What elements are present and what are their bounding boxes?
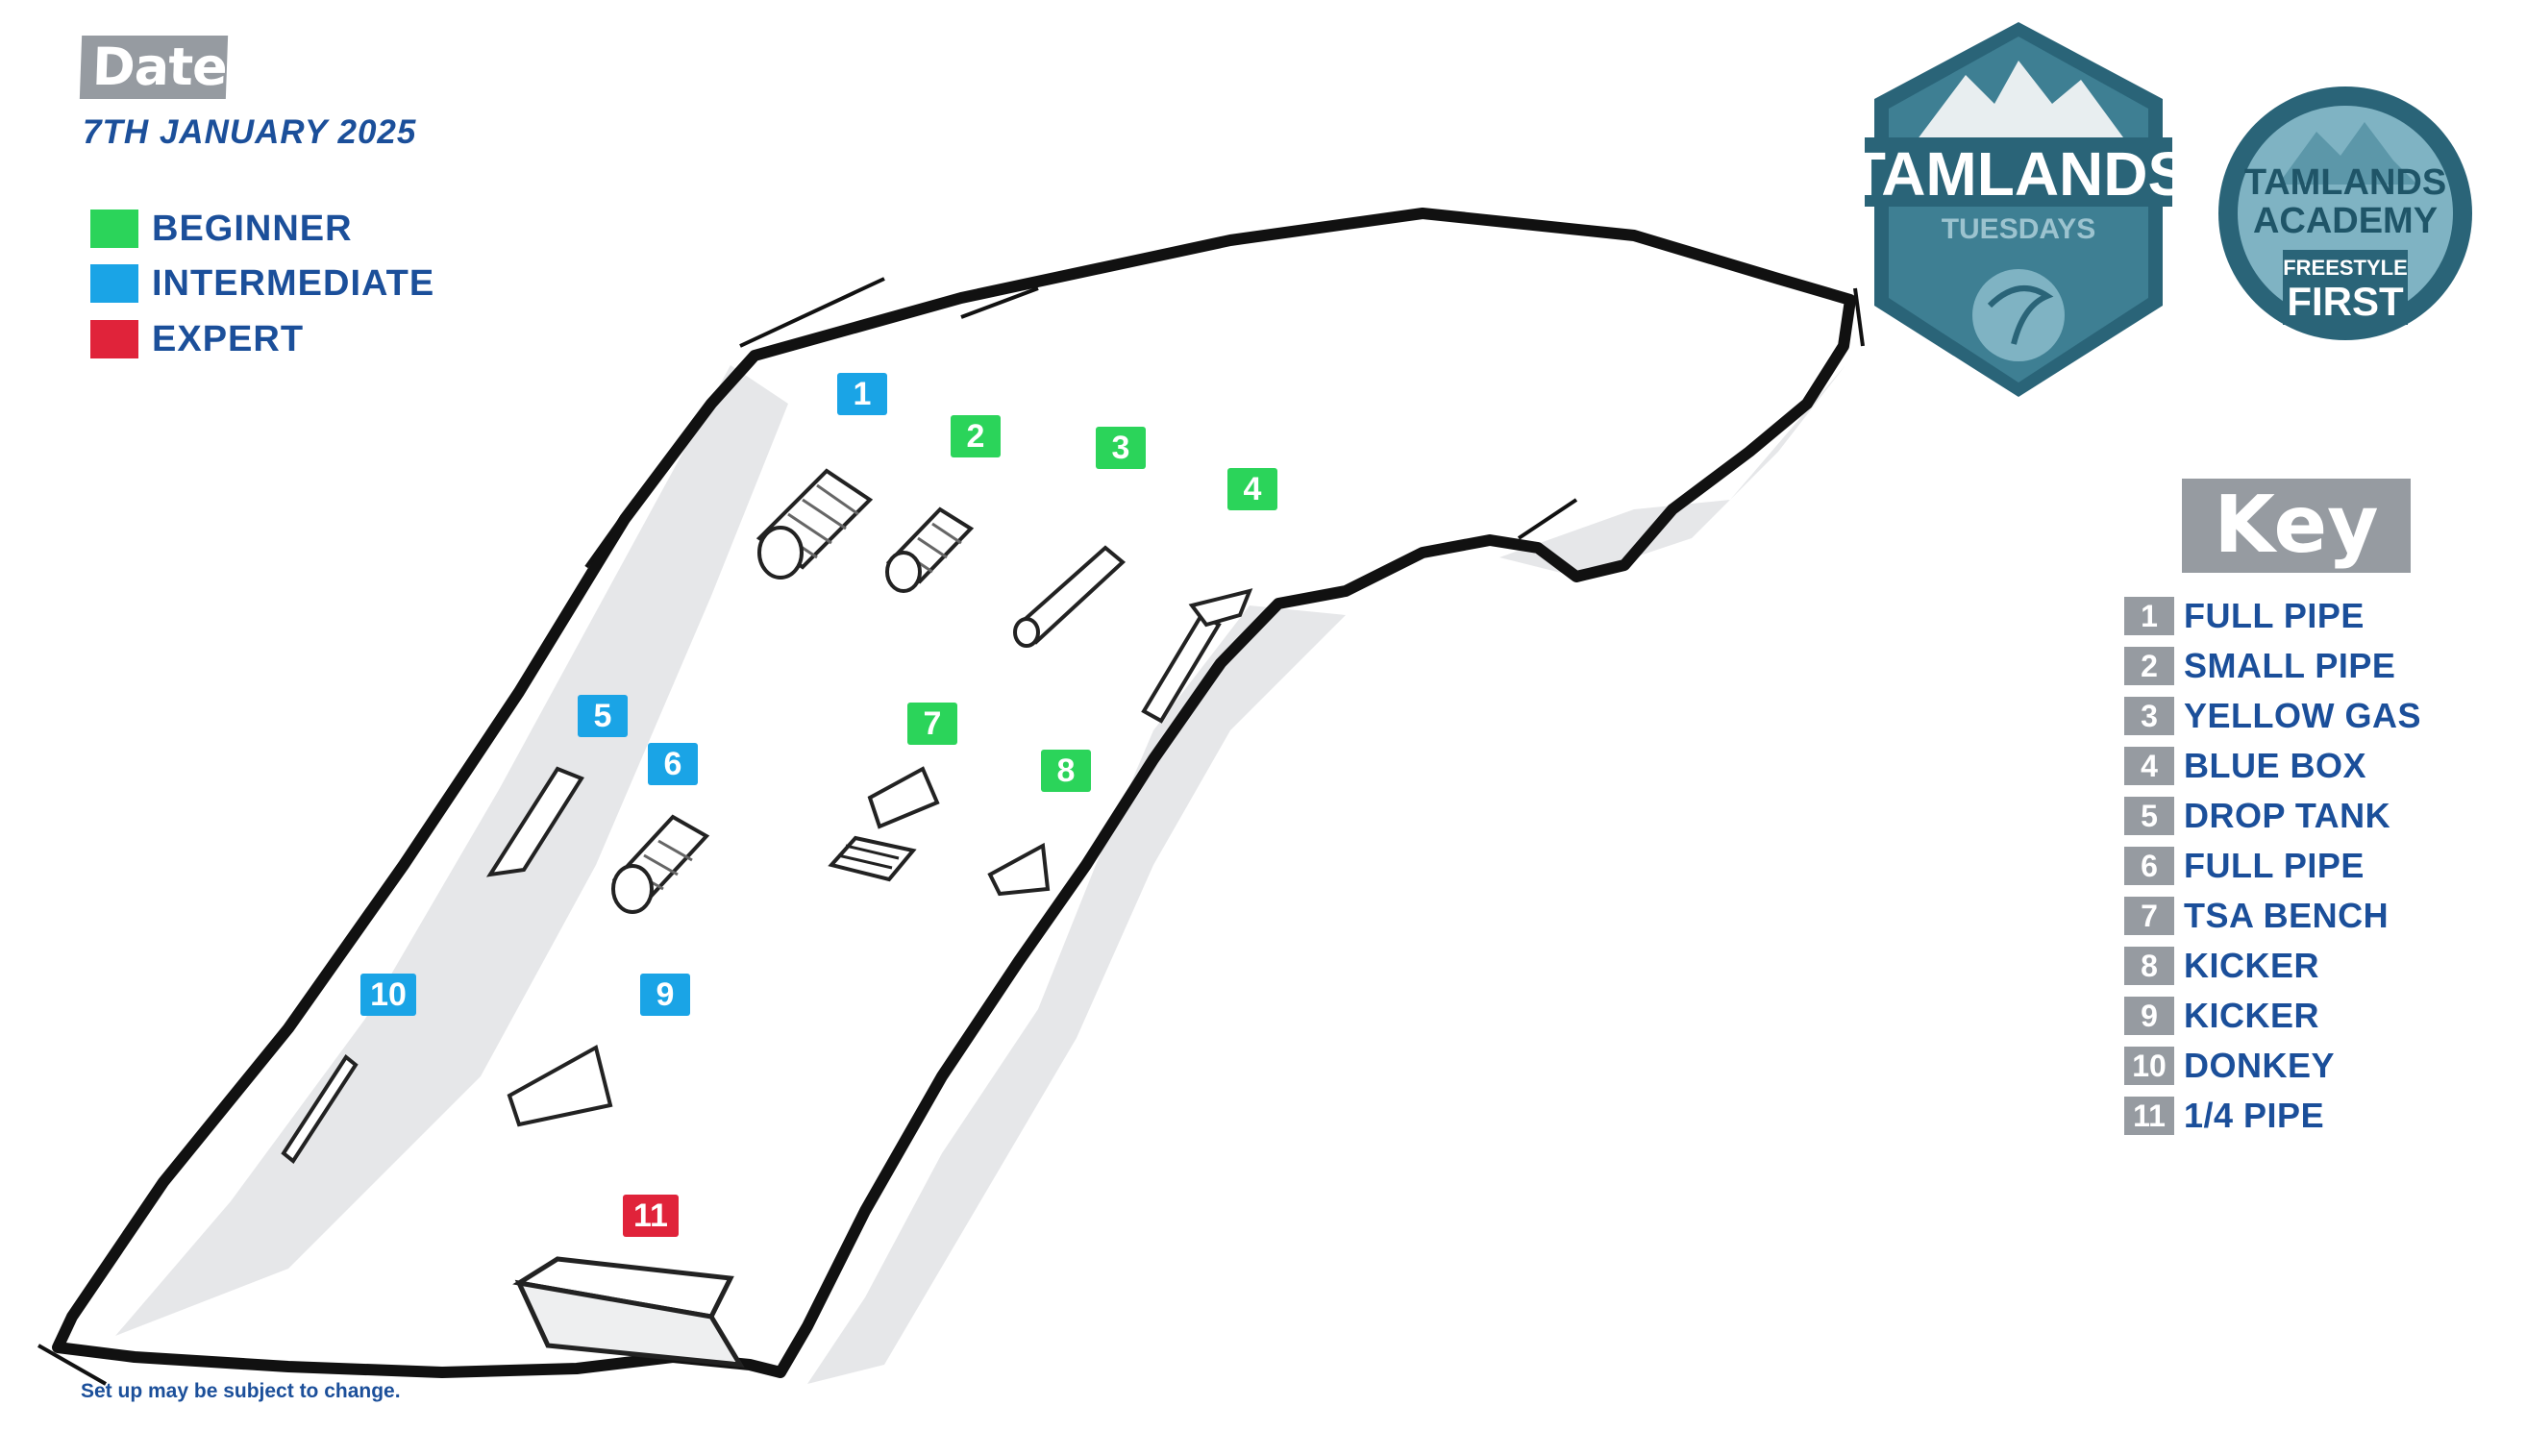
feature-5-drop-tank [485, 766, 584, 877]
date-value: 7TH JANUARY 2025 [83, 113, 417, 151]
key-item-label: FULL PIPE [2184, 596, 2365, 635]
key-item-number: 8 [2124, 947, 2174, 985]
key-item-number: 11 [2124, 1097, 2174, 1135]
academy-text-academy: ACADEMY [2253, 201, 2438, 241]
map-marker-4: 4 [1227, 468, 1277, 510]
key-item-number: 4 [2124, 747, 2174, 785]
key-item-label: SMALL PIPE [2184, 646, 2396, 685]
key-item: 5 DROP TANK [2124, 794, 2390, 838]
key-item-number: 6 [2124, 847, 2174, 885]
key-item: 3 YELLOW GAS [2124, 694, 2421, 738]
academy-text-first: FIRST [2287, 279, 2404, 324]
key-item-label: 1/4 PIPE [2184, 1096, 2325, 1135]
feature-6-full-pipe [611, 814, 710, 914]
key-item-label: FULL PIPE [2184, 846, 2365, 885]
legend-label: INTERMEDIATE [152, 262, 435, 304]
disclaimer-text: Set up may be subject to change. [81, 1380, 401, 1402]
logo-text-tuesdays: TUESDAYS [1942, 213, 2096, 245]
key-item-number: 10 [2124, 1047, 2174, 1085]
expert-swatch [90, 320, 138, 358]
slope-outline [52, 208, 1856, 1378]
feature-10-donkey [281, 1054, 359, 1164]
slope-shading [115, 365, 1845, 1384]
intermediate-swatch [90, 264, 138, 303]
key-item-number: 3 [2124, 697, 2174, 735]
feature-4-blue-box [1141, 588, 1253, 724]
key-item-label: YELLOW GAS [2184, 696, 2421, 735]
feature-3-yellow-gas [1013, 545, 1127, 648]
key-item: 10 DONKEY [2124, 1044, 2335, 1088]
map-marker-7: 7 [907, 703, 957, 745]
tamlands-academy-logo: TAMLANDS ACADEMY FREESTYLE FIRST [2218, 86, 2472, 340]
key-item-label: TSA BENCH [2184, 896, 2390, 935]
key-item: 8 KICKER [2124, 944, 2319, 988]
key-item-number: 9 [2124, 997, 2174, 1035]
key-item: 2 SMALL PIPE [2124, 644, 2395, 688]
key-item: 11 1/4 PIPE [2124, 1094, 2324, 1138]
key-item-label: KICKER [2184, 946, 2320, 985]
legend-item-beginner: BEGINNER [90, 208, 353, 250]
key-item-label: KICKER [2184, 996, 2320, 1035]
map-marker-11: 11 [623, 1195, 679, 1237]
map-marker-6: 6 [648, 743, 698, 785]
key-item-label: BLUE BOX [2184, 746, 2367, 785]
legend-label: EXPERT [152, 318, 305, 359]
academy-text-tamlands: TAMLANDS [2244, 162, 2446, 203]
key-item-number: 5 [2124, 797, 2174, 835]
key-item-number: 1 [2124, 597, 2174, 635]
map-marker-3: 3 [1096, 427, 1146, 469]
feature-2-small-pipe [885, 506, 975, 593]
map-marker-1: 1 [837, 373, 887, 415]
key-title: Key [2182, 479, 2411, 573]
map-marker-8: 8 [1041, 750, 1091, 792]
legend-item-intermediate: INTERMEDIATE [90, 262, 434, 305]
key-item: 4 BLUE BOX [2124, 744, 2366, 788]
map-marker-2: 2 [951, 415, 1001, 457]
key-item: 6 FULL PIPE [2124, 844, 2365, 888]
map-marker-9: 9 [640, 974, 690, 1016]
beginner-swatch [90, 210, 138, 248]
map-marker-10: 10 [360, 974, 416, 1016]
feature-1-full-pipe [755, 468, 874, 580]
feature-8-kicker [987, 842, 1051, 897]
feature-11-quarter-pipe [512, 1256, 745, 1368]
feature-7-tsa-bench [828, 766, 940, 882]
legend-label: BEGINNER [152, 208, 353, 249]
key-item-number: 2 [2124, 647, 2174, 685]
key-item: 9 KICKER [2124, 994, 2319, 1038]
logo-text-tamlands: TAMLANDS [1860, 139, 2177, 209]
sketch-strokes [37, 277, 1865, 1386]
map-marker-5: 5 [578, 695, 628, 737]
key-item-label: DROP TANK [2184, 796, 2391, 835]
feature-9-kicker [507, 1044, 613, 1127]
key-item: 1 FULL PIPE [2124, 594, 2365, 638]
key-item-label: DONKEY [2184, 1046, 2336, 1085]
academy-text-freestyle: FREESTYLE [2283, 256, 2408, 280]
tamlands-tuesdays-logo: TAMLANDS TUESDAYS [1860, 22, 2177, 397]
key-item-number: 7 [2124, 897, 2174, 935]
key-item: 7 TSA BENCH [2124, 894, 2389, 938]
legend-item-expert: EXPERT [90, 318, 304, 360]
